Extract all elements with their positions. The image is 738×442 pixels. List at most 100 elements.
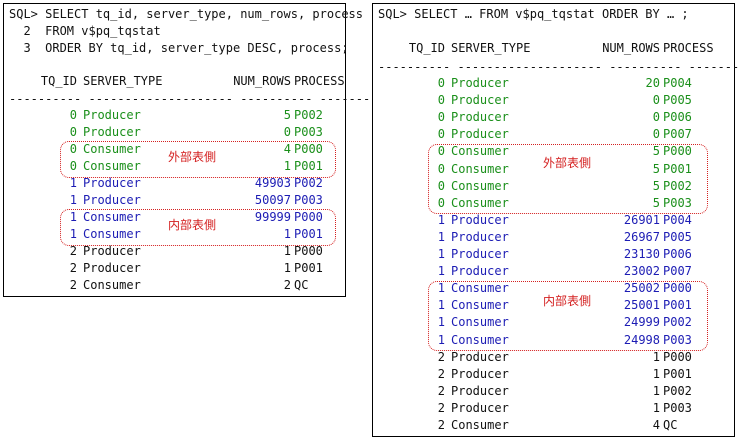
- separator-line: ---------- -------------------- --------…: [378, 60, 738, 74]
- num-rows-cell: 1: [652, 366, 660, 381]
- server-type-cell: Producer: [451, 400, 509, 415]
- tq-id-cell: 2: [69, 261, 77, 275]
- inner-table-side-label: 内部表側: [168, 218, 217, 232]
- server-type-cell: Producer: [451, 212, 509, 227]
- num-rows-cell: 1: [283, 261, 291, 275]
- num-rows-cell: 25001: [623, 298, 660, 313]
- header-num-rows: NUM_ROWS: [602, 41, 660, 55]
- process-cell: P000: [663, 281, 692, 296]
- tq-id-cell: 1: [69, 227, 77, 241]
- num-rows-cell: 5: [652, 195, 660, 210]
- num-rows-cell: 49903: [254, 176, 291, 190]
- header-tq-id: TQ_ID: [40, 74, 77, 88]
- num-rows-cell: 5: [283, 108, 291, 122]
- tq-id-cell: 1: [69, 176, 77, 190]
- tq-id-cell: 2: [437, 383, 445, 398]
- tq-id-cell: 0: [437, 144, 445, 159]
- process-cell: P007: [663, 127, 692, 142]
- highlight-box: [60, 209, 336, 246]
- num-rows-cell: 2: [283, 278, 291, 292]
- highlight-box: [60, 141, 336, 178]
- outer-table-side-label: 外部表側: [168, 150, 217, 164]
- process-cell: P001: [294, 261, 323, 275]
- process-cell: P003: [663, 195, 692, 210]
- num-rows-cell: 23130: [623, 247, 660, 261]
- server-type-cell: Producer: [83, 244, 141, 258]
- tq-id-cell: 1: [69, 210, 77, 224]
- num-rows-cell: 24998: [623, 332, 660, 347]
- process-cell: P000: [294, 210, 323, 224]
- num-rows-cell: 50097: [254, 193, 291, 207]
- tq-id-cell: 0: [437, 93, 445, 108]
- num-rows-cell: 4: [283, 142, 291, 156]
- left-query-output: SQL> SELECT tq_id, server_type, num_rows…: [3, 3, 377, 297]
- sql-line: SQL> SELECT tq_id, server_type, num_rows…: [9, 7, 364, 21]
- num-rows-cell: 1: [283, 227, 291, 241]
- header-process: PROCESS: [663, 41, 714, 55]
- process-cell: P002: [294, 176, 323, 190]
- tq-id-cell: 2: [437, 418, 445, 432]
- server-type-cell: Consumer: [451, 281, 509, 296]
- server-type-cell: Consumer: [451, 332, 509, 347]
- server-type-cell: Consumer: [451, 298, 509, 313]
- process-cell: P002: [663, 315, 692, 330]
- process-cell: P001: [294, 227, 323, 241]
- tq-id-cell: 1: [437, 281, 445, 296]
- num-rows-cell: 0: [652, 93, 660, 108]
- server-type-cell: Producer: [451, 110, 509, 125]
- tq-id-cell: 0: [437, 195, 445, 210]
- process-cell: P006: [663, 247, 692, 261]
- num-rows-cell: 1: [283, 159, 291, 173]
- num-rows-cell: 0: [283, 125, 291, 139]
- num-rows-cell: 5: [652, 144, 660, 159]
- server-type-cell: Producer: [83, 193, 141, 207]
- process-cell: P001: [294, 159, 323, 173]
- num-rows-cell: 0: [652, 127, 660, 142]
- num-rows-cell: 1: [283, 244, 291, 258]
- num-rows-cell: 5: [652, 161, 660, 176]
- server-type-cell: Producer: [451, 366, 509, 381]
- process-cell: P001: [663, 298, 692, 313]
- tq-id-cell: 0: [437, 76, 445, 90]
- tq-id-cell: 1: [437, 212, 445, 227]
- sql-line: 3 ORDER BY tq_id, server_type DESC, proc…: [9, 41, 349, 55]
- tq-id-cell: 1: [437, 247, 445, 261]
- outer-table-side-label: 外部表側: [543, 156, 592, 170]
- tq-id-cell: 0: [437, 161, 445, 176]
- process-cell: P000: [294, 142, 323, 156]
- server-type-cell: Producer: [451, 383, 509, 398]
- server-type-cell: Consumer: [451, 195, 509, 210]
- sql-line: 2 FROM v$pq_tqstat: [9, 24, 161, 38]
- num-rows-cell: 24999: [623, 315, 660, 330]
- num-rows-cell: 1: [652, 400, 660, 415]
- header-num-rows: NUM_ROWS: [233, 74, 291, 88]
- tq-id-cell: 2: [437, 349, 445, 364]
- server-type-cell: Consumer: [83, 278, 141, 292]
- process-cell: P005: [663, 93, 692, 108]
- tq-id-cell: 2: [437, 400, 445, 415]
- header-tq-id: TQ_ID: [408, 41, 445, 55]
- num-rows-cell: 23002: [623, 264, 660, 279]
- num-rows-cell: 25002: [623, 281, 660, 296]
- sql-line: SQL> SELECT … FROM v$pq_tqstat ORDER BY …: [378, 7, 689, 21]
- process-cell: P003: [663, 400, 692, 415]
